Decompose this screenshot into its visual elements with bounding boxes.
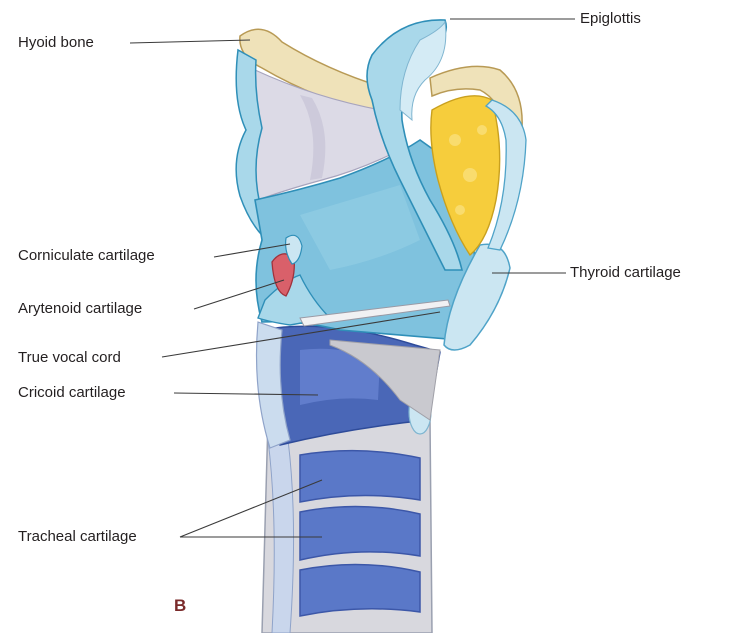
fat-lobule	[449, 134, 461, 146]
panel-letter: B	[174, 596, 186, 616]
fat-lobule	[477, 125, 487, 135]
true-vocal-cord-label: True vocal cord	[18, 349, 121, 367]
tracheal-ring-1	[300, 451, 420, 502]
tracheal-ring-3	[300, 564, 420, 616]
cricoid-cartilage-label: Cricoid cartilage	[18, 384, 126, 402]
thyroid-cartilage-label: Thyroid cartilage	[570, 264, 681, 282]
arytenoid-cartilage-label: Arytenoid cartilage	[18, 300, 142, 318]
epiglottis-label: Epiglottis	[580, 10, 641, 28]
tracheal-ring-2	[300, 506, 420, 560]
tracheal-cartilage-label: Tracheal cartilage	[18, 528, 137, 546]
leader-hyoid	[130, 40, 250, 43]
fat-lobule	[463, 168, 477, 182]
corniculate-cartilage-label: Corniculate cartilage	[18, 247, 155, 265]
fat-lobule	[455, 205, 465, 215]
hyoid-bone-label: Hyoid bone	[18, 34, 94, 52]
